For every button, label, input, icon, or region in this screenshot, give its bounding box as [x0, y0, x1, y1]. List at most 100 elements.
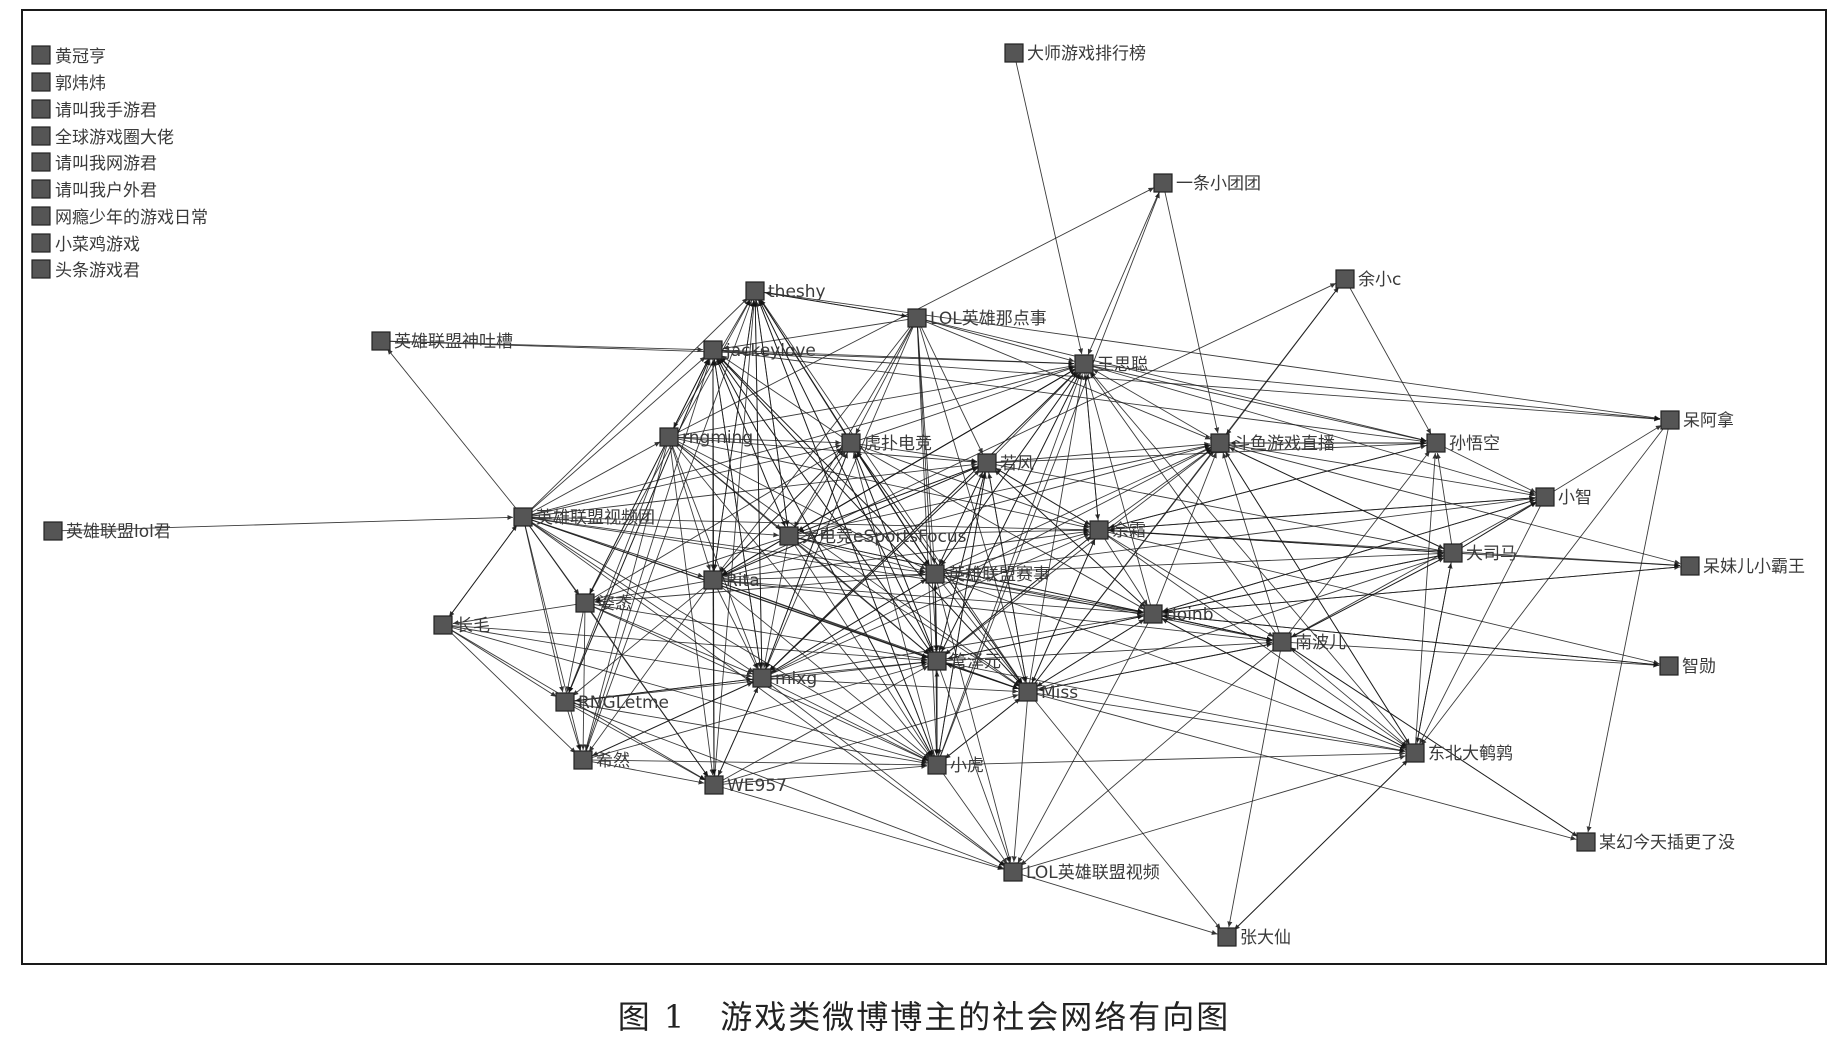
edge-theshy-to-mlxg — [754, 299, 765, 669]
edge-huputv-to-doinb — [858, 447, 1145, 610]
node-marker — [1535, 487, 1555, 507]
edge-yushuang-to-douyu — [1106, 448, 1213, 526]
node-label: 郭炜炜 — [55, 74, 106, 94]
edge-lolnadian-to-xiaohu — [916, 326, 939, 756]
node-marker — [1018, 682, 1038, 702]
node-label: Miss — [1041, 683, 1078, 703]
node-marker — [779, 526, 799, 546]
edge-xiran-to-jackeylove — [585, 359, 711, 752]
node-xiaozhi: 小智 — [1535, 487, 1592, 508]
figure-caption: 图 1 游戏类微博博主的社会网络有向图 — [617, 998, 1231, 1036]
node-marker — [433, 615, 453, 635]
node-marker — [659, 427, 679, 447]
node-marker — [31, 45, 51, 65]
node-n5: 请叫我网游君 — [31, 152, 157, 174]
edge-miss-to-lolshipin — [1011, 700, 1028, 863]
node-label: rngming — [682, 428, 753, 448]
edge-doinb-to-guanzeyuan — [946, 615, 1145, 661]
edge-ruofeng-to-xiaohu — [937, 471, 986, 756]
node-wangsicong: 王思聪 — [1074, 354, 1148, 375]
node-label: theshy — [768, 282, 826, 302]
edge-xiran-to-theshy — [585, 300, 753, 752]
edge-changmao-to-xiran — [449, 630, 577, 754]
edge-changmao-to-guanzeyuan — [451, 625, 928, 663]
node-marker — [925, 564, 945, 584]
edge-lolnadian-to-saishi — [917, 326, 937, 565]
edge-xiaohu-to-miss — [943, 697, 1021, 760]
edge-lolnadian-to-douyu — [925, 320, 1211, 440]
edge-huputv-to-ruofeng — [859, 443, 978, 464]
edge-rngming-to-mlxg — [671, 445, 759, 669]
edge-saishi-to-douyu — [943, 446, 1212, 571]
edge-lolvideo-to-huputv — [531, 443, 842, 516]
edge-miss-to-wangsicong — [1029, 373, 1084, 684]
node-label: 姿态 — [598, 594, 632, 614]
edge-mlxg-to-lolshipin — [768, 683, 1006, 867]
node-marker — [1217, 927, 1237, 947]
edge-saishi-to-yushuang — [943, 531, 1090, 573]
node-marker — [752, 668, 772, 688]
edge-dongbei-to-wangsicong — [1090, 371, 1410, 747]
node-marker — [1405, 743, 1425, 763]
node-label: 请叫我网游君 — [55, 154, 157, 174]
edge-lolvideo-to-xiaohu — [530, 521, 929, 761]
node-n4: 全球游戏圈大佬 — [31, 126, 174, 148]
edge-nanbo-to-dongbei — [1288, 647, 1408, 747]
edge-rngming-to-xiran — [584, 445, 668, 751]
edge-yushuang-to-guanzeyuan — [944, 535, 1093, 656]
edge-douyu-to-daimei — [1228, 444, 1681, 565]
edge-ruofeng-to-wangsicong — [992, 370, 1078, 457]
edge-huputv-to-yushuang — [859, 445, 1090, 528]
edge-mouhuan-to-nanbo — [1290, 647, 1579, 838]
edge-esports-to-mlxg — [762, 544, 788, 669]
edge-zitai-to-theshy — [588, 299, 751, 596]
edge-changmao-to-lolvideo — [448, 524, 518, 619]
node-n6: 请叫我户外君 — [31, 179, 157, 201]
node-label: 大电竞eSportsFocus — [802, 527, 967, 547]
node-label: 余小c — [1358, 270, 1401, 290]
node-mouhuan: 某幻今天插更了没 — [1576, 832, 1735, 853]
edge-yushuang-to-miss — [1031, 538, 1096, 683]
edge-theshy-to-esports — [755, 299, 790, 527]
node-label: 南波儿 — [1295, 633, 1346, 653]
node-label: 长毛 — [456, 616, 490, 636]
node-label: 英雄联盟赛事 — [948, 564, 1050, 585]
node-sunwukong: 孙悟空 — [1426, 433, 1500, 454]
node-marker — [927, 651, 947, 671]
node-label: 呆妹儿小霸王 — [1703, 557, 1805, 577]
node-marker — [1660, 410, 1680, 430]
edge-jackeylove-to-sunwukong — [721, 350, 1427, 444]
edge-guanzeyuan-to-douyu — [943, 448, 1213, 656]
edge-jackeylove-to-we957 — [711, 358, 717, 776]
node-n2: 郭炜炜 — [31, 72, 106, 94]
node-label: 张大仙 — [1240, 928, 1291, 948]
edge-ruofeng-to-douyu — [995, 441, 1211, 463]
edge-rngletme-to-lolshipin — [573, 704, 1004, 869]
edge-we957-to-xiaohu — [722, 763, 928, 785]
node-label: 请叫我户外君 — [55, 181, 157, 201]
edge-sunwukong-to-yushuang — [1108, 444, 1428, 529]
edge-xiaozhi-to-yushuang — [1108, 497, 1537, 532]
edge-lolshipin-to-zhangdaxian — [1021, 874, 1218, 935]
edge-lolnadian-to-jackeylove — [722, 318, 909, 351]
edge-doinb-to-miss — [1036, 618, 1146, 688]
edge-huputv-to-mlxg — [765, 451, 849, 669]
edge-miss-to-dongbei — [1036, 692, 1406, 754]
node-marker — [1003, 862, 1023, 882]
edge-lolnadian-to-rita — [718, 324, 912, 573]
edge-rita-to-xiran — [588, 587, 709, 753]
node-dasima: 大司马 — [1443, 543, 1517, 564]
node-label: 全球游戏圈大佬 — [55, 128, 174, 148]
edge-mlxg-to-xiaohu — [769, 681, 929, 761]
edge-wangsicong-to-esports — [797, 368, 1077, 532]
edge-xiaozhi-to-dongbei — [1419, 504, 1542, 745]
edge-wangsicong-to-yushuang — [1084, 372, 1101, 521]
node-label: 网瘾少年的游戏日常 — [55, 208, 208, 228]
edge-yushuang-to-doinb — [1103, 537, 1148, 606]
edge-yushuang-to-zhixun — [1107, 531, 1660, 665]
edge-dongbei-to-doinb — [1161, 618, 1408, 750]
node-marker — [31, 72, 51, 92]
edge-xiran-to-xiaohu — [591, 759, 928, 768]
edge-nanbo-to-miss — [1037, 643, 1274, 692]
node-label: 孙悟空 — [1449, 434, 1500, 454]
